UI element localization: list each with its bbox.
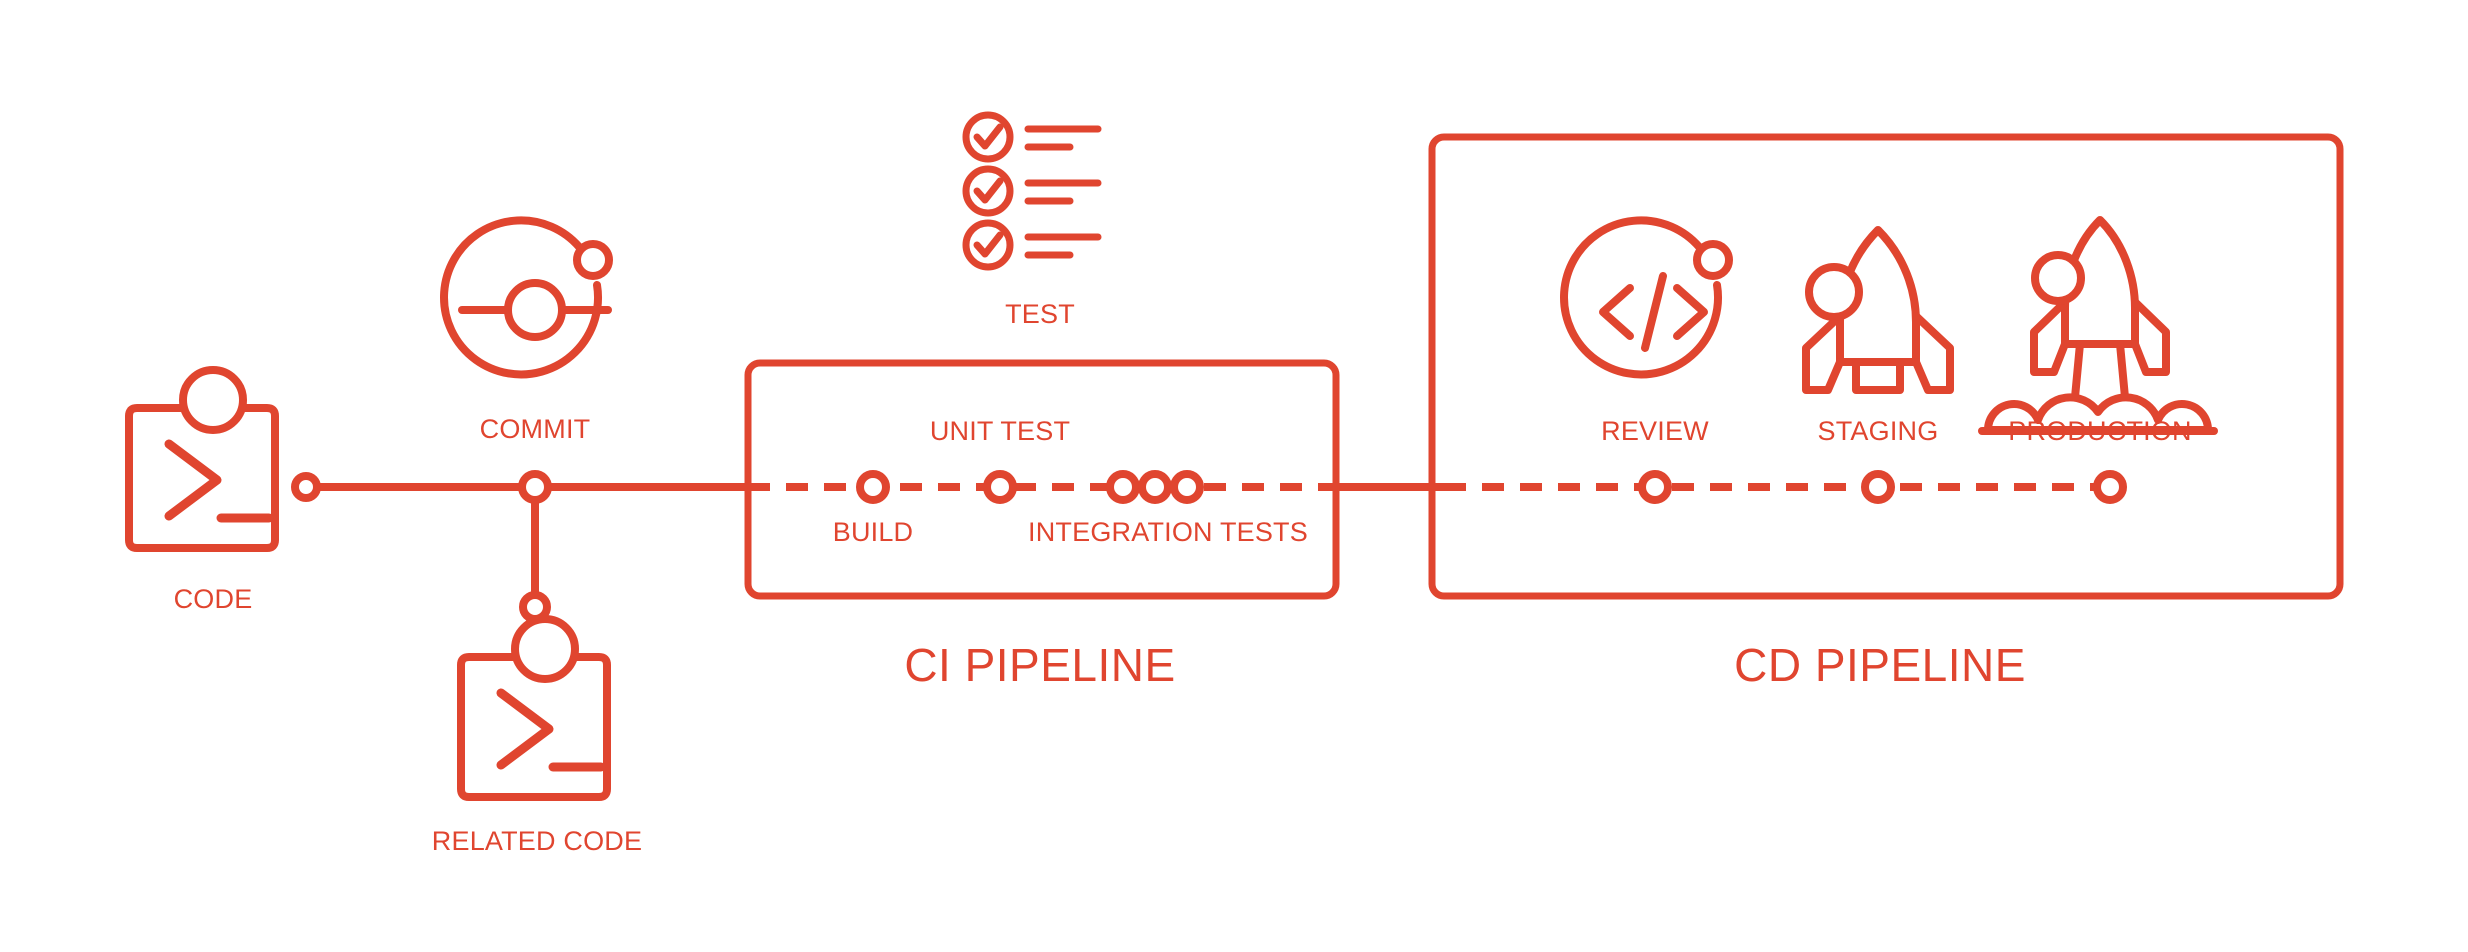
node-review[interactable]: [1638, 470, 1672, 504]
label-build: BUILD: [832, 517, 914, 547]
checklist-row: [962, 219, 1102, 271]
title-ci-pipeline: CI PIPELINE: [904, 639, 1176, 691]
rocket-launch-icon: [1978, 216, 2218, 435]
label-review: REVIEW: [1601, 416, 1709, 446]
node-unit-test[interactable]: [983, 470, 1017, 504]
node-build[interactable]: [856, 470, 890, 504]
rocket-icon: [1802, 226, 1954, 394]
node-integration-test-3[interactable]: [1170, 470, 1204, 504]
label-test: TEST: [1005, 299, 1075, 329]
checklist-row: [962, 111, 1102, 163]
node-integration-test-2[interactable]: [1138, 470, 1172, 504]
ci-pipeline-box: [744, 359, 1340, 600]
title-cd-pipeline: CD PIPELINE: [1734, 639, 2026, 691]
label-code: CODE: [173, 584, 253, 614]
terminal-code-icon: [457, 615, 611, 801]
label-production: PRODUCTION: [2008, 416, 2192, 446]
terminal-code-icon: [125, 366, 279, 552]
node-staging[interactable]: [1861, 470, 1895, 504]
node-commit[interactable]: [518, 470, 552, 504]
node-production[interactable]: [2093, 470, 2127, 504]
label-unit-test: UNIT TEST: [929, 416, 1071, 446]
node-integration-test-1[interactable]: [1106, 470, 1140, 504]
checklist-row: [962, 165, 1102, 217]
label-staging: STAGING: [1817, 416, 1939, 446]
label-integration-tests: INTEGRATION TESTS: [1028, 517, 1308, 547]
label-commit: COMMIT: [479, 414, 591, 444]
code-brackets-circle-icon: [1560, 216, 1733, 379]
checklist-icon: [962, 111, 1102, 271]
label-related-code: RELATED CODE: [431, 826, 643, 856]
commit-orbit-icon: [440, 216, 613, 379]
node-start[interactable]: [291, 472, 321, 502]
cd-pipeline-box: [1428, 133, 2344, 600]
